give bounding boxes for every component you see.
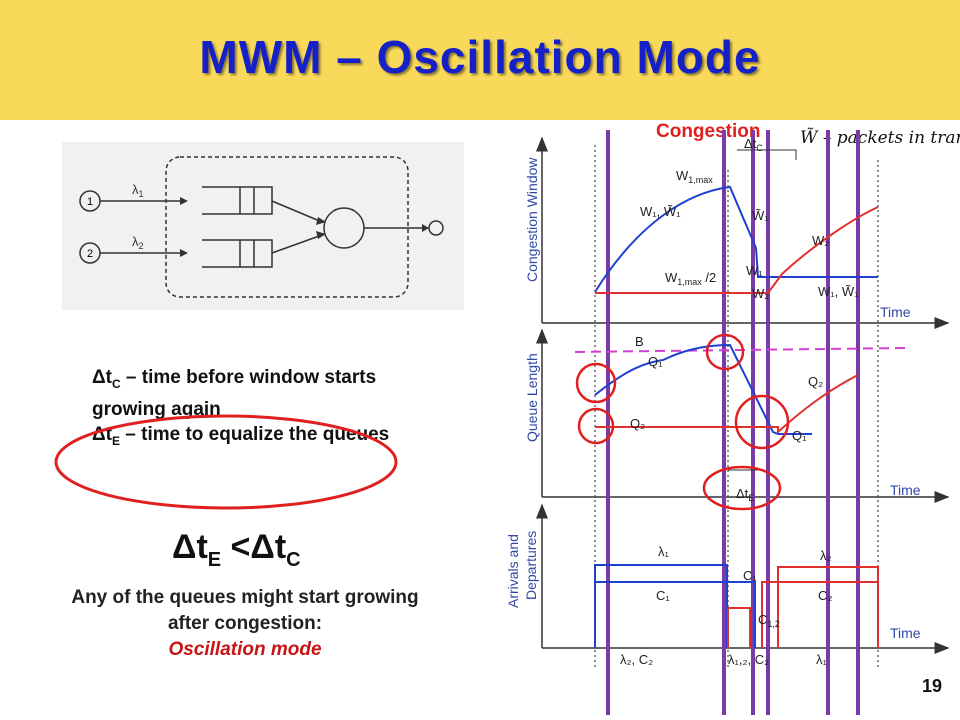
timing-diagram: Congestion Window Queue Length Arrivals … xyxy=(505,130,950,715)
highlight-peak xyxy=(705,333,745,371)
q1-rise-label: Q₁ xyxy=(648,354,663,369)
highlight-q2-start xyxy=(577,407,615,445)
buffer-limit-line xyxy=(574,347,906,353)
w1-low-label: W₁ xyxy=(746,263,763,278)
axis-label-arrivals-1: Arrivals and xyxy=(505,534,521,608)
q2-rise-label: Q₂ xyxy=(630,416,645,431)
time-label-window: Time xyxy=(880,304,911,320)
lambda2-label: λ2 xyxy=(132,234,144,251)
departure-c2 xyxy=(761,581,878,648)
w-tilde-legend: W̃ – packets in transit xyxy=(800,128,960,148)
input-1-label: 1 xyxy=(87,196,93,208)
arrival-lambda2 xyxy=(777,566,879,648)
c2-label: C₂ xyxy=(818,588,832,603)
q2-late-label: Q₂ xyxy=(808,374,823,389)
congestion-label: Congestion xyxy=(656,121,761,142)
bottom-lambda1-label: λ₁ xyxy=(816,652,828,667)
dtc-label: ΔtC xyxy=(744,136,763,153)
departure-c12 xyxy=(727,607,751,648)
lambda1-label: λ₁ xyxy=(658,544,670,559)
definitions-highlight xyxy=(54,414,398,510)
link-q2-server xyxy=(271,234,323,254)
lambda1-label: λ1 xyxy=(132,182,144,199)
queue-2 xyxy=(202,239,273,268)
link-q1-server xyxy=(271,200,323,223)
statement: Any of the queues might start growing af… xyxy=(71,587,419,634)
window-curve-w1 xyxy=(594,185,878,293)
highlight-dte xyxy=(702,465,782,511)
time-label-arrivals: Time xyxy=(890,625,921,641)
axis-label-queue: Queue Length xyxy=(524,353,540,442)
page-number: 19 xyxy=(921,676,942,696)
dtc-bracket xyxy=(737,149,797,160)
highlight-q1-start xyxy=(575,362,617,404)
departure-c1 xyxy=(595,581,756,648)
definition-dte: ΔtE – time to equalize the queues xyxy=(92,423,390,448)
w1-tilde-label: W̃₁ xyxy=(752,208,769,223)
highlight-crossing xyxy=(734,394,790,450)
axis-label-arrivals-2: Departures xyxy=(523,531,539,600)
slide-title: MWM – Oscillation Mode xyxy=(199,31,761,83)
w2-top-label: W₂ xyxy=(812,233,829,248)
dte-label: ΔtE xyxy=(736,486,754,503)
buffer-label: B xyxy=(635,334,644,349)
queue-1 xyxy=(202,186,273,215)
queue-diagram-background xyxy=(62,142,464,310)
definition-dtc: ΔtC – time before window starts growing … xyxy=(92,367,377,420)
queue-curve-q2 xyxy=(595,374,859,435)
oscillation-mode-label: Oscillation mode xyxy=(168,639,322,660)
time-label-queue: Time xyxy=(890,482,921,498)
arrival-lambda1 xyxy=(594,564,728,648)
queue-curve-q1 xyxy=(594,343,812,435)
w1max-half-label: W1,max /2 xyxy=(665,270,716,287)
w2-low-label: W₂ xyxy=(752,286,769,301)
queue-diagram: 1 2 λ1 λ2 xyxy=(79,156,444,298)
inequality: ΔtE <ΔtC xyxy=(172,528,301,571)
lambda2-label: λ₂ xyxy=(820,548,832,563)
w1-pair-label: W₁, W̃₁ xyxy=(640,204,681,219)
w1max-label: W1,max xyxy=(676,168,713,185)
title-bar xyxy=(0,0,960,120)
c12-label: C1,2 xyxy=(758,612,780,629)
w1-pair-end-label: W₁, W̃₁ xyxy=(818,284,859,299)
output-node xyxy=(428,220,444,236)
definitions: ΔtC – time before window starts growing … xyxy=(92,365,392,454)
bottom-lambda2-c2-label: λ₂, C₂ xyxy=(620,652,653,667)
bottom-lambda12-c2-label: λ₁,₂, C₂ xyxy=(728,652,769,667)
window-curve-w2 xyxy=(595,206,879,294)
axis-label-window: Congestion Window xyxy=(524,157,540,282)
input-2-label: 2 xyxy=(87,248,93,260)
q1-late-label: Q₁ xyxy=(792,428,807,443)
system-boundary xyxy=(165,156,409,298)
c1-top-label: C₁ xyxy=(743,568,757,583)
server xyxy=(323,207,365,249)
c1-left-label: C₁ xyxy=(656,588,670,603)
